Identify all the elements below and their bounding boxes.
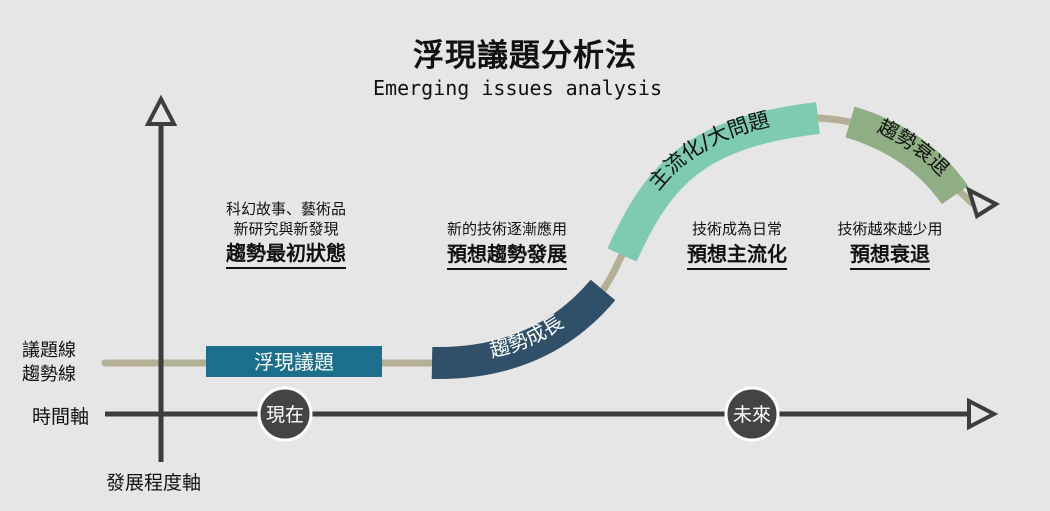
mainstream-segment-label: 主流化/大問題	[644, 107, 772, 194]
stage-heading: 趨勢最初狀態	[226, 240, 346, 269]
y-axis-label: 發展程度軸	[106, 472, 202, 494]
issue-line-label-1: 議題線	[22, 340, 76, 361]
emerging-segment-label: 浮現議題	[254, 350, 334, 374]
svg-text:主流化/大問題: 主流化/大問題	[644, 107, 772, 194]
now-marker	[257, 386, 313, 442]
decline-segment	[845, 106, 969, 205]
stage-note: 新的技術逐漸應用	[446, 220, 567, 238]
future-marker-label: 未來	[733, 404, 771, 426]
stage-note: 技術成為日常	[691, 220, 782, 238]
stage-note: 科幻故事、藝術品	[225, 200, 346, 218]
trend-arrowhead	[965, 186, 1001, 220]
future-marker	[724, 386, 780, 442]
y-axis-arrowhead	[144, 94, 178, 126]
page-title: 浮現議題分析法	[413, 38, 637, 74]
mainstream-segment	[607, 102, 820, 262]
stage-block-decline: 技術越來越少用 預想衰退	[790, 220, 990, 270]
page-subtitle: Emerging issues analysis	[373, 76, 662, 100]
emerging-segment	[206, 346, 382, 377]
stage-block-initial: 科幻故事、藝術品 新研究與新發現 趨勢最初狀態	[186, 200, 386, 269]
stage-heading: 預想主流化	[687, 241, 787, 270]
stage-block-growth: 新的技術逐漸應用 預想趨勢發展	[407, 220, 607, 270]
stage-heading: 預想趨勢發展	[447, 241, 567, 270]
stage-note: 技術越來越少用	[837, 220, 943, 238]
x-axis-arrowhead	[967, 397, 999, 431]
stage-heading: 預想衰退	[850, 241, 930, 270]
x-axis-label: 時間軸	[32, 406, 90, 428]
stage-block-mainstream: 技術成為日常 預想主流化	[637, 220, 837, 270]
stage-note: 新研究與新發現	[233, 219, 339, 238]
now-marker-label: 現在	[266, 404, 304, 426]
issue-line-label-2: 趨勢線	[22, 364, 76, 385]
growth-segment	[431, 279, 616, 380]
